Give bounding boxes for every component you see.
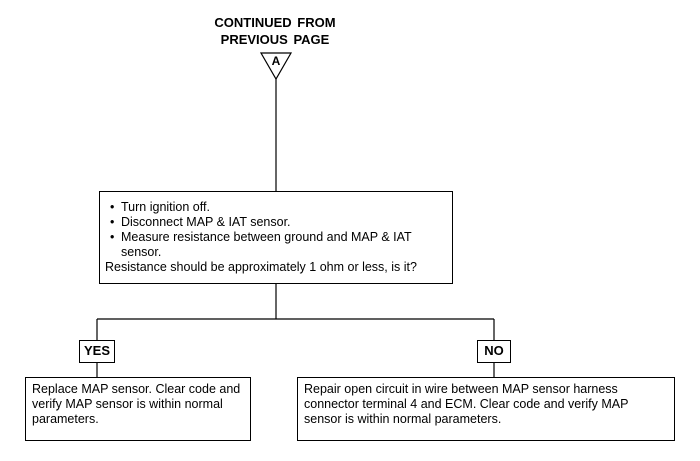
no-label: NO <box>477 340 511 363</box>
step-item: Turn ignition off. <box>110 200 446 215</box>
yes-action-box: Replace MAP sensor. Clear code and verif… <box>25 377 251 441</box>
step-question: Resistance should be approximately 1 ohm… <box>105 260 417 274</box>
connector-label: A <box>271 54 281 68</box>
yes-label: YES <box>79 340 115 363</box>
connector-triangle <box>259 52 293 81</box>
step-item: Disconnect MAP & IAT sensor. <box>110 215 446 230</box>
continued-header: CONTINUED FROM PREVIOUS PAGE <box>200 14 350 48</box>
header-line-1: CONTINUED FROM <box>214 15 336 30</box>
step-list: Turn ignition off. Disconnect MAP & IAT … <box>110 200 446 260</box>
no-action-box: Repair open circuit in wire between MAP … <box>297 377 675 441</box>
header-line-2: PREVIOUS PAGE <box>220 32 330 47</box>
main-step-box: Turn ignition off. Disconnect MAP & IAT … <box>99 191 453 284</box>
step-item: Measure resistance between ground and MA… <box>110 230 446 260</box>
